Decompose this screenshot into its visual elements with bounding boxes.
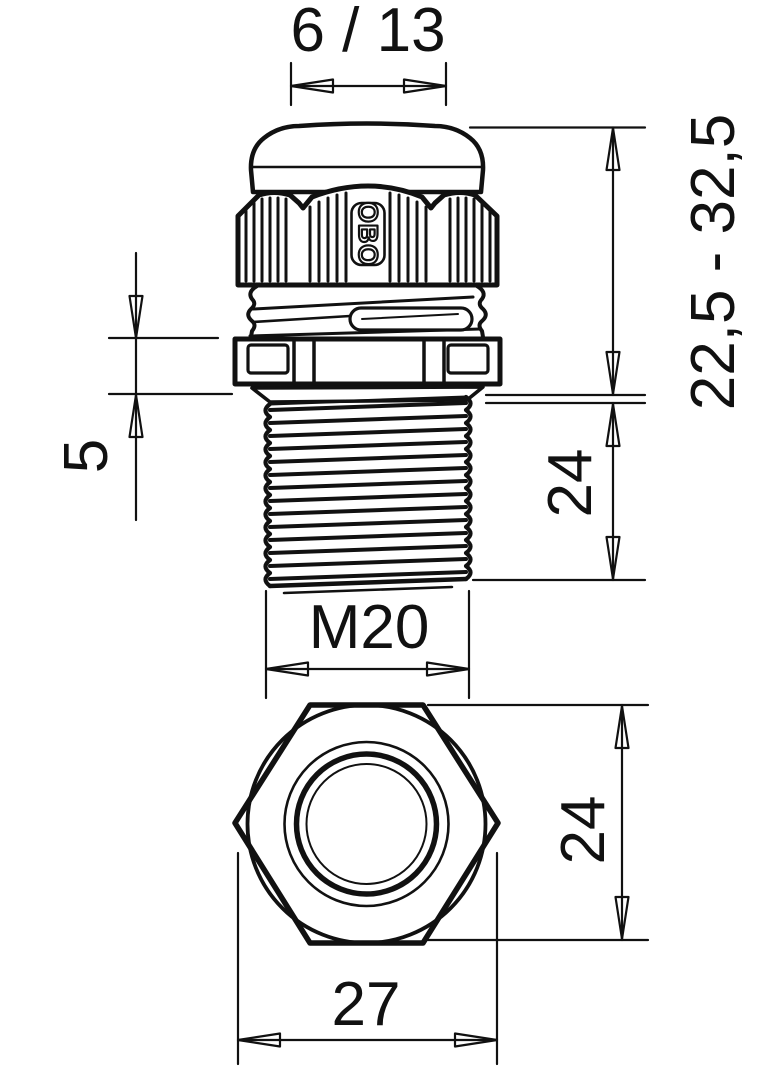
bore-inner-circle — [305, 763, 428, 885]
dim-thread-size — [264, 589, 471, 700]
arrow-right-icon — [402, 78, 448, 94]
label-locknut-height: 5 — [52, 438, 121, 474]
dimensions — [107, 61, 650, 1066]
arrow-left-icon — [264, 661, 310, 677]
arrow-down-icon — [605, 535, 621, 581]
front-view: OBO — [232, 121, 503, 595]
seal-section — [246, 284, 488, 339]
label-across-corners: 27 — [331, 970, 401, 1039]
dim-thread-length — [471, 401, 647, 582]
dim-clamping-range — [289, 61, 448, 107]
arrow-left-icon — [289, 78, 335, 94]
arrow-down-icon — [128, 294, 144, 340]
seal-slot — [348, 306, 474, 332]
arrow-down-icon — [605, 350, 621, 396]
arrow-up-icon — [614, 704, 630, 750]
gland-body-circle — [245, 703, 488, 945]
arrow-up-icon — [605, 126, 621, 172]
bottom-view — [232, 702, 501, 946]
arrow-down-icon — [614, 895, 630, 941]
arrow-up-icon — [605, 402, 621, 448]
locknut-chamfer-right — [446, 343, 490, 375]
dim-across-flats — [426, 703, 650, 942]
arrow-right-icon — [453, 1032, 499, 1048]
thread-section — [263, 394, 473, 595]
seal-groove-line-2 — [251, 314, 352, 324]
bore-circle — [293, 751, 440, 897]
dim-height-range — [468, 126, 647, 405]
label-thread-length: 24 — [536, 448, 605, 518]
dim-locknut-height — [107, 251, 234, 522]
brand-logo: OBO — [353, 202, 383, 267]
knurl-ribs — [244, 191, 492, 283]
knurled-grip: OBO — [235, 183, 500, 288]
seal-ring-circle — [283, 740, 450, 908]
dome-cap — [248, 121, 486, 195]
arrow-up-icon — [128, 393, 144, 439]
dim-across-corners — [236, 851, 499, 1066]
thread-lines — [268, 401, 468, 581]
locknut-facet-lines — [292, 337, 446, 386]
seal-slot-inner-line — [361, 313, 459, 320]
thread-right-crests — [463, 394, 473, 582]
seal-left-edge — [246, 284, 259, 339]
label-thread-size: M20 — [308, 593, 430, 662]
arrow-right-icon — [425, 661, 471, 677]
hex-outline — [232, 702, 501, 946]
locknut-band — [232, 336, 503, 387]
seal-right-edge — [475, 284, 488, 339]
thread-bottom-chamfer — [282, 585, 454, 595]
locknut-chamfer-left — [246, 343, 290, 375]
thread-bottom-edge — [267, 576, 469, 589]
seal-groove-line-1 — [251, 295, 475, 311]
brand-badge-outline — [350, 201, 386, 267]
label-across-flats: 24 — [549, 795, 618, 865]
arrow-left-icon — [236, 1032, 282, 1048]
thread-left-crests — [263, 401, 273, 589]
label-clamping-range: 6 / 13 — [290, 0, 446, 65]
label-height-range: 22,5 - 32,5 — [679, 113, 748, 411]
